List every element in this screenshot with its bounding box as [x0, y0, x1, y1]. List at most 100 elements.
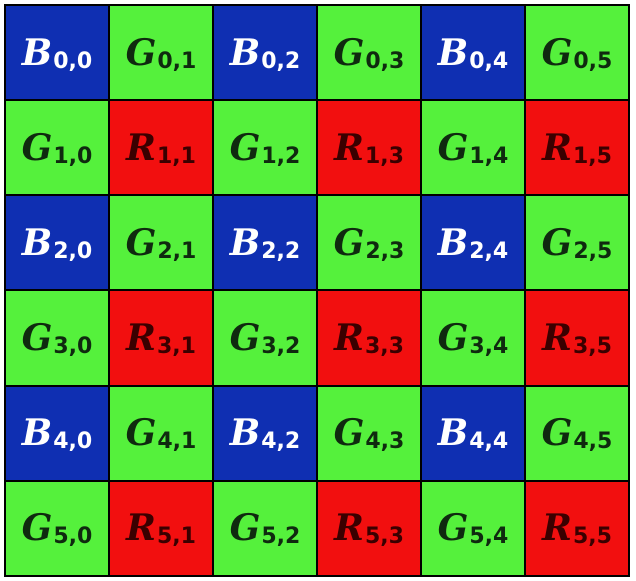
cell-index-subscript: 5,0	[53, 524, 93, 550]
cell-index-subscript: 3,5	[572, 334, 612, 360]
cell-channel-letter: G	[229, 126, 261, 169]
cell-channel-letter: G	[437, 507, 469, 550]
cell-channel-letter: G	[125, 31, 157, 74]
cell-index-subscript: 3,1	[156, 334, 196, 360]
cell-channel-letter: B	[229, 31, 261, 74]
cell-channel-letter: B	[21, 221, 53, 264]
cell-index-subscript: 2,1	[157, 238, 197, 264]
cell-channel-letter: G	[21, 317, 53, 360]
cell-channel-letter: R	[126, 126, 156, 169]
cell-index-subscript: 5,5	[572, 524, 612, 550]
cell-channel-letter: B	[229, 221, 261, 264]
cell-index-subscript: 5,1	[156, 524, 196, 550]
cell-index-subscript: 0,2	[261, 48, 301, 74]
cell-index-subscript: 0,1	[157, 48, 197, 74]
cell-index-subscript: 2,4	[469, 238, 509, 264]
cell-index-subscript: 1,1	[156, 143, 196, 169]
cell-channel-letter: G	[541, 412, 573, 455]
cell-index-subscript: 3,3	[364, 334, 404, 360]
cell-index-subscript: 2,3	[365, 238, 405, 264]
cell-index-subscript: 0,4	[469, 48, 509, 74]
cell-index-subscript: 5,3	[364, 524, 404, 550]
cell-channel-letter: R	[126, 317, 156, 360]
cell-index-subscript: 1,5	[572, 143, 612, 169]
cell-index-subscript: 4,2	[261, 429, 301, 455]
cell-channel-letter: R	[542, 317, 572, 360]
cell-channel-letter: B	[437, 412, 469, 455]
cell-index-subscript: 2,2	[261, 238, 301, 264]
cell-channel-letter: B	[229, 412, 261, 455]
cell-index-subscript: 4,5	[573, 429, 613, 455]
cell-channel-letter: G	[229, 317, 261, 360]
cell-channel-letter: G	[125, 412, 157, 455]
cell-channel-letter: G	[333, 221, 365, 264]
cell-channel-letter: R	[334, 126, 364, 169]
cell-channel-letter: R	[334, 317, 364, 360]
cell-channel-letter: R	[126, 507, 156, 550]
cell-index-subscript: 0,3	[365, 48, 405, 74]
cell-index-subscript: 4,3	[365, 429, 405, 455]
cell-index-subscript: 4,1	[157, 429, 197, 455]
cell-channel-letter: G	[125, 221, 157, 264]
cell-channel-letter: G	[437, 317, 469, 360]
cell-channel-letter: R	[334, 507, 364, 550]
cell-channel-letter: G	[333, 412, 365, 455]
cell-channel-letter: B	[437, 31, 469, 74]
cell-channel-letter: G	[541, 31, 573, 74]
cell-channel-letter: G	[21, 507, 53, 550]
cell-index-subscript: 1,0	[53, 143, 93, 169]
cell-channel-letter: G	[541, 221, 573, 264]
cell-index-subscript: 3,4	[469, 334, 509, 360]
cell-index-subscript: 1,4	[469, 143, 509, 169]
cell-channel-letter: B	[21, 412, 53, 455]
cell-index-subscript: 4,0	[53, 429, 93, 455]
cell-index-subscript: 1,2	[261, 143, 301, 169]
cell-channel-letter: G	[437, 126, 469, 169]
cell-index-subscript: 1,3	[364, 143, 404, 169]
cell-index-subscript: 3,2	[261, 334, 301, 360]
cell-index-subscript: 2,0	[53, 238, 93, 264]
cell-channel-letter: G	[21, 126, 53, 169]
cell-index-subscript: 0,5	[573, 48, 613, 74]
cell-channel-letter: G	[333, 31, 365, 74]
cell-index-subscript: 5,2	[261, 524, 301, 550]
cell-index-subscript: 3,0	[53, 334, 93, 360]
cell-channel-letter: B	[437, 221, 469, 264]
cell-channel-letter: B	[21, 31, 53, 74]
cell-index-subscript: 5,4	[469, 524, 509, 550]
cell-index-subscript: 2,5	[573, 238, 613, 264]
cell-index-subscript: 4,4	[469, 429, 509, 455]
cell-channel-letter: G	[229, 507, 261, 550]
